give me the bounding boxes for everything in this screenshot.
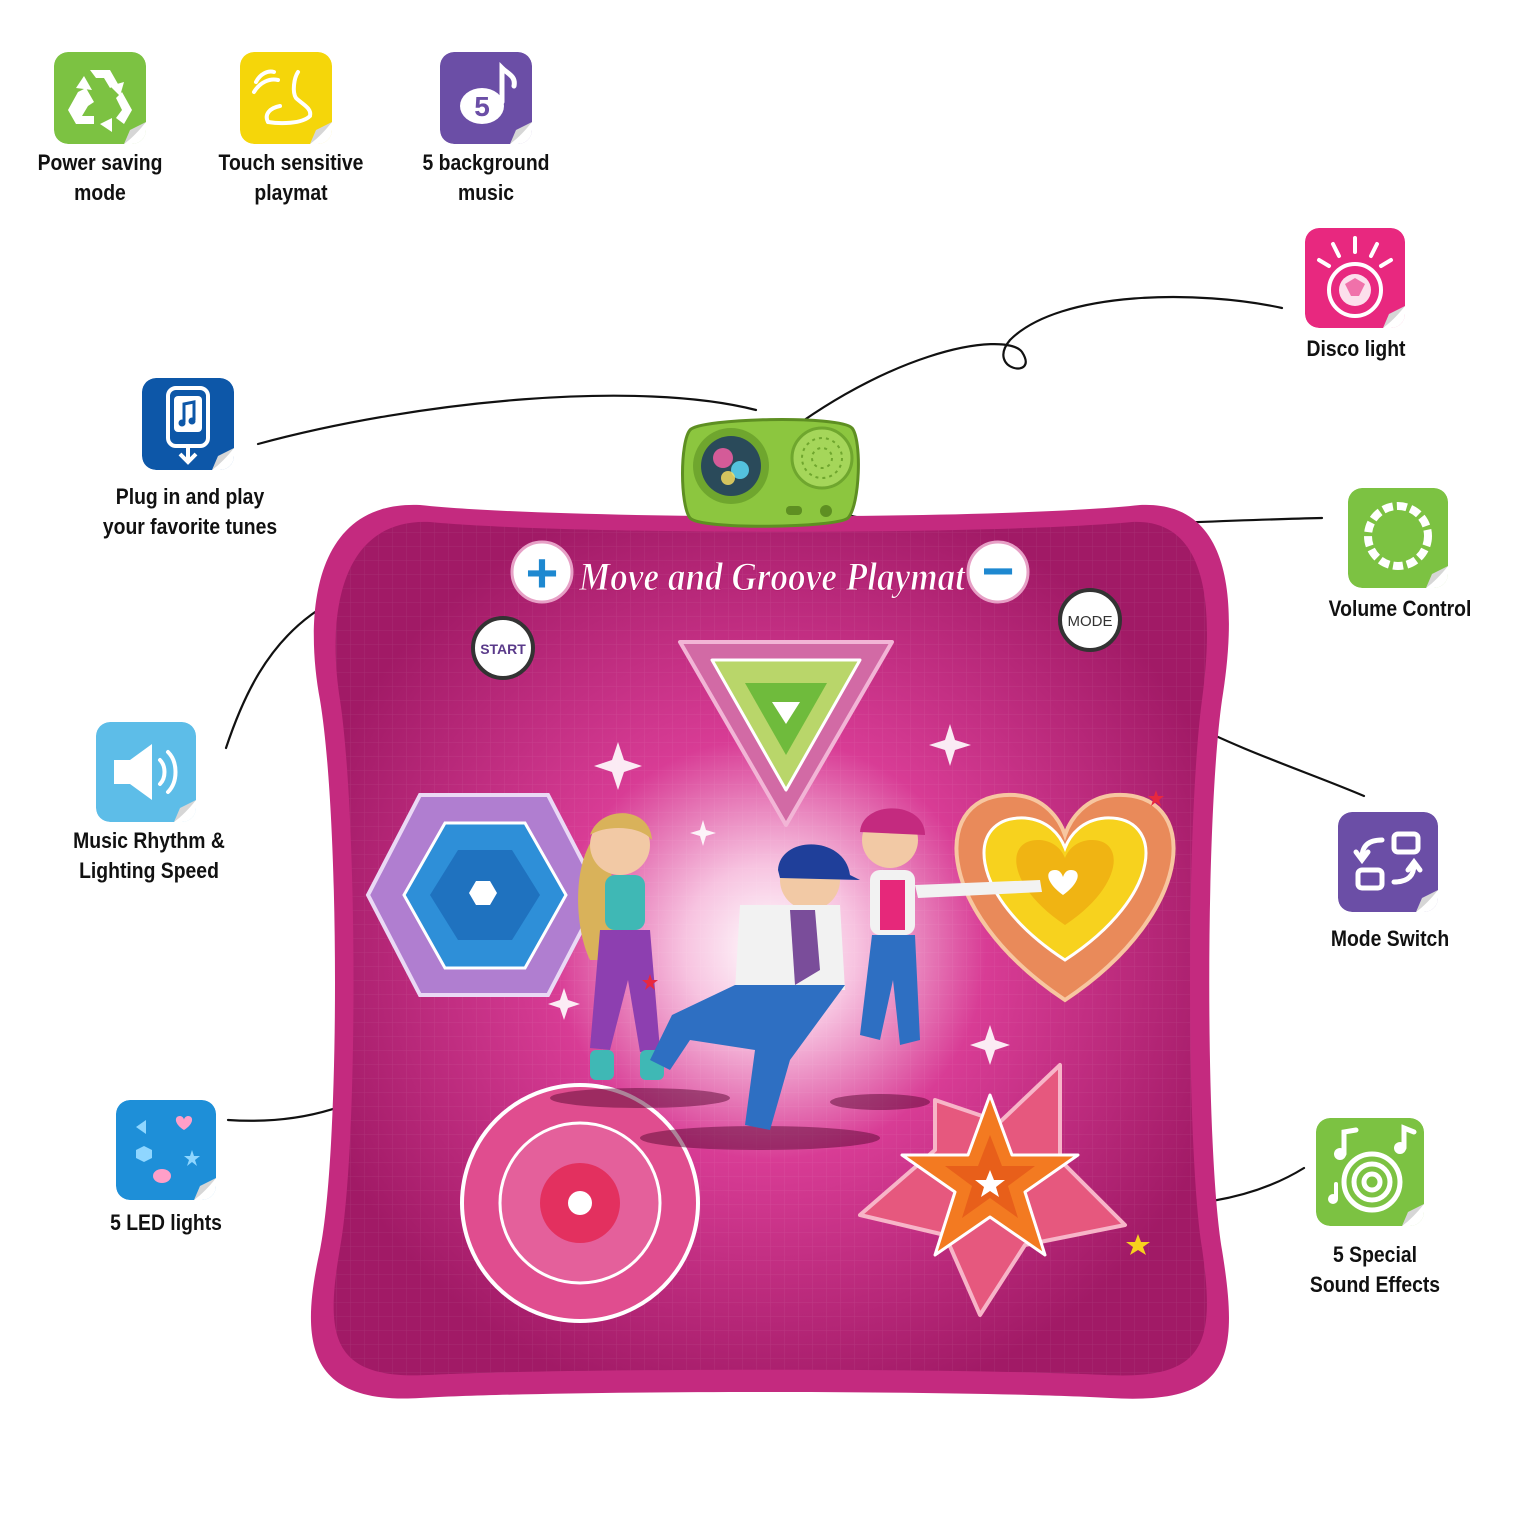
background-music-badge: 5 xyxy=(440,52,532,144)
triangle-pad[interactable] xyxy=(678,640,894,827)
speaker-grille xyxy=(790,426,854,490)
sparkles xyxy=(548,724,1010,1065)
sound-effects-caption: 5 Special Sound Effects xyxy=(1309,1242,1441,1297)
disco-light-badge xyxy=(1305,228,1405,328)
mode-switch-icon xyxy=(1338,812,1438,912)
power-saving-caption: Power saving mode xyxy=(37,150,163,205)
rhythm-speed-badge xyxy=(96,722,196,822)
decor-stars xyxy=(642,790,1164,1255)
rhythm-speed-caption: Music Rhythm & Lighting Speed xyxy=(73,828,225,883)
minus-button[interactable]: − xyxy=(966,539,1030,604)
triangle-pad-icon xyxy=(772,702,800,724)
star-pad[interactable] xyxy=(858,1063,1127,1317)
volume-control-badge xyxy=(1348,488,1448,588)
recycle-icon xyxy=(54,52,146,144)
volume-dial-icon xyxy=(1348,488,1448,588)
disco-ball-light xyxy=(693,428,769,504)
power-switch[interactable] xyxy=(786,506,802,515)
sound-effects-badge xyxy=(1316,1118,1424,1226)
led-lights-badge xyxy=(116,1100,216,1200)
dancers-illustration xyxy=(550,808,1042,1150)
touch-sensitive-badge xyxy=(240,52,332,144)
volume-knob[interactable] xyxy=(820,505,832,517)
circle-pad[interactable] xyxy=(460,1083,700,1323)
disco-ball-icon xyxy=(1305,228,1405,328)
speaker-module xyxy=(681,418,860,528)
mode-button[interactable]: MODE xyxy=(1058,588,1122,652)
heart-pad[interactable] xyxy=(954,792,1176,1003)
music-notes-icon xyxy=(1316,1118,1424,1226)
svg-text:5: 5 xyxy=(474,91,490,122)
line-disco-light xyxy=(748,295,1284,464)
touch-sensitive-caption: Touch sensitive playmat xyxy=(218,150,364,205)
start-button[interactable]: START xyxy=(471,616,535,680)
line-plug-and-play xyxy=(256,394,758,446)
plug-and-play-badge xyxy=(142,378,234,470)
plus-button[interactable]: + xyxy=(510,540,574,604)
minus-symbol: − xyxy=(982,539,1015,602)
touch-foot-icon xyxy=(240,52,332,144)
dancer-right xyxy=(860,808,1042,1045)
heart-pad-icon xyxy=(1048,870,1078,895)
speaker-icon xyxy=(96,722,196,822)
hexagon-pad-icon xyxy=(469,881,497,905)
playmat-title: Move and Groove Playmat xyxy=(578,555,966,600)
power-saving-badge xyxy=(54,52,146,144)
mode-label: MODE xyxy=(1068,613,1113,630)
mode-switch-caption: Mode Switch xyxy=(1330,926,1450,951)
start-label: START xyxy=(480,641,526,657)
led-shapes-icon xyxy=(116,1100,216,1200)
disco-light-caption: Disco light xyxy=(1306,336,1406,361)
plus-symbol: + xyxy=(526,541,559,604)
music-player-icon xyxy=(142,378,234,470)
dancer-center xyxy=(650,844,860,1130)
dancer-left xyxy=(578,813,664,1080)
circle-pad-icon xyxy=(568,1191,592,1215)
music-five-icon: 5 xyxy=(440,52,532,144)
background-music-caption: 5 background music xyxy=(422,150,550,205)
volume-control-caption: Volume Control xyxy=(1328,596,1472,621)
hexagon-pad[interactable] xyxy=(365,793,603,997)
led-lights-caption: 5 LED lights xyxy=(110,1210,222,1235)
star-pad-icon xyxy=(975,1170,1005,1197)
plug-and-play-caption: Plug in and play your favorite tunes xyxy=(102,484,278,539)
mode-switch-badge xyxy=(1338,812,1438,912)
